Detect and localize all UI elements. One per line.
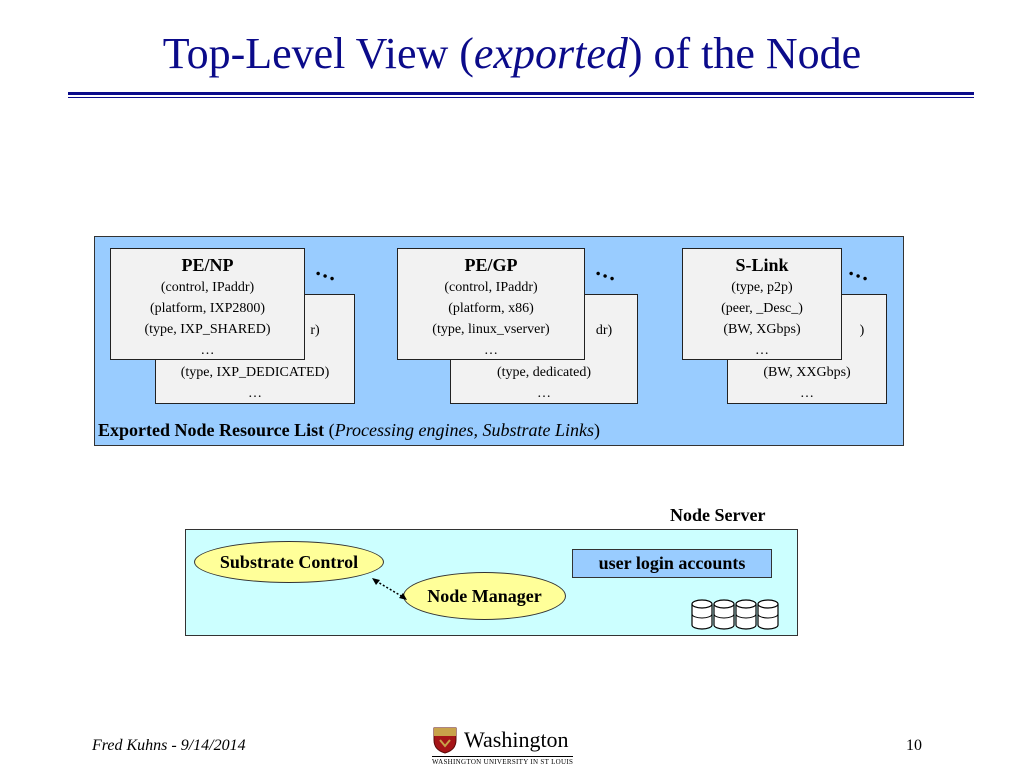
university-logo-text: Washington: [464, 727, 569, 752]
card-line: …: [484, 343, 498, 358]
slide-title: Top-Level View (exported) of the Node: [162, 29, 862, 78]
university-logo-subtitle: WASHINGTON UNIVERSITY IN ST LOUIS: [432, 756, 574, 766]
card-line: …: [200, 343, 215, 358]
card-line: (peer, _Desc_): [721, 301, 803, 316]
title-rule-thin: [68, 97, 974, 98]
card-line: (type, linux_vserver): [432, 322, 550, 337]
database-icon: [757, 599, 779, 630]
substrate-control-ellipse: Substrate Control: [194, 541, 384, 583]
user-login-accounts-box: user login accounts: [572, 549, 772, 578]
pe-np-card: PE/NP (control, IPaddr) (platform, IXP28…: [110, 248, 305, 360]
database-icon: [691, 599, 713, 630]
back-line: …: [537, 386, 551, 401]
card-line: (control, IPaddr): [444, 280, 538, 295]
back-line: …: [248, 386, 262, 401]
back-line: (BW, XXGbps): [763, 365, 851, 380]
footer-author: Fred Kuhns - 9/14/2014: [92, 737, 246, 754]
card-header: PE/NP: [181, 255, 234, 275]
page-number: 10: [906, 737, 922, 754]
back-line: (type, IXP_DEDICATED): [180, 365, 330, 380]
card-header: S-Link: [735, 255, 789, 275]
node-server-label: Node Server: [670, 505, 766, 525]
title-rule-thick: [68, 92, 974, 95]
card-line: (control, IPaddr): [160, 280, 255, 295]
back-line: (type, dedicated): [496, 365, 592, 380]
card-line: (platform, IXP2800): [149, 301, 266, 316]
card-line: (BW, XGbps): [723, 322, 801, 337]
back-line: ): [859, 323, 865, 338]
database-icon-group: [691, 599, 779, 630]
card-line: (platform, x86): [448, 301, 534, 316]
node-manager-ellipse: Node Manager: [403, 572, 566, 620]
database-icon: [713, 599, 735, 630]
card-line: (type, p2p): [731, 280, 793, 295]
database-icon: [735, 599, 757, 630]
resource-list-caption: Exported Node Resource List (Processing …: [98, 420, 600, 440]
s-link-card: S-Link (type, p2p) (peer, _Desc_) (BW, X…: [682, 248, 842, 360]
back-line: …: [800, 386, 814, 401]
shield-logo-icon: [433, 727, 457, 754]
pe-gp-card: PE/GP (control, IPaddr) (platform, x86) …: [397, 248, 585, 360]
card-line: (type, IXP_SHARED): [144, 322, 271, 337]
card-header: PE/GP: [464, 255, 518, 275]
double-arrow-icon: [372, 578, 407, 600]
back-line: r): [310, 323, 320, 338]
back-line: dr): [595, 323, 613, 338]
card-line: …: [755, 343, 769, 358]
